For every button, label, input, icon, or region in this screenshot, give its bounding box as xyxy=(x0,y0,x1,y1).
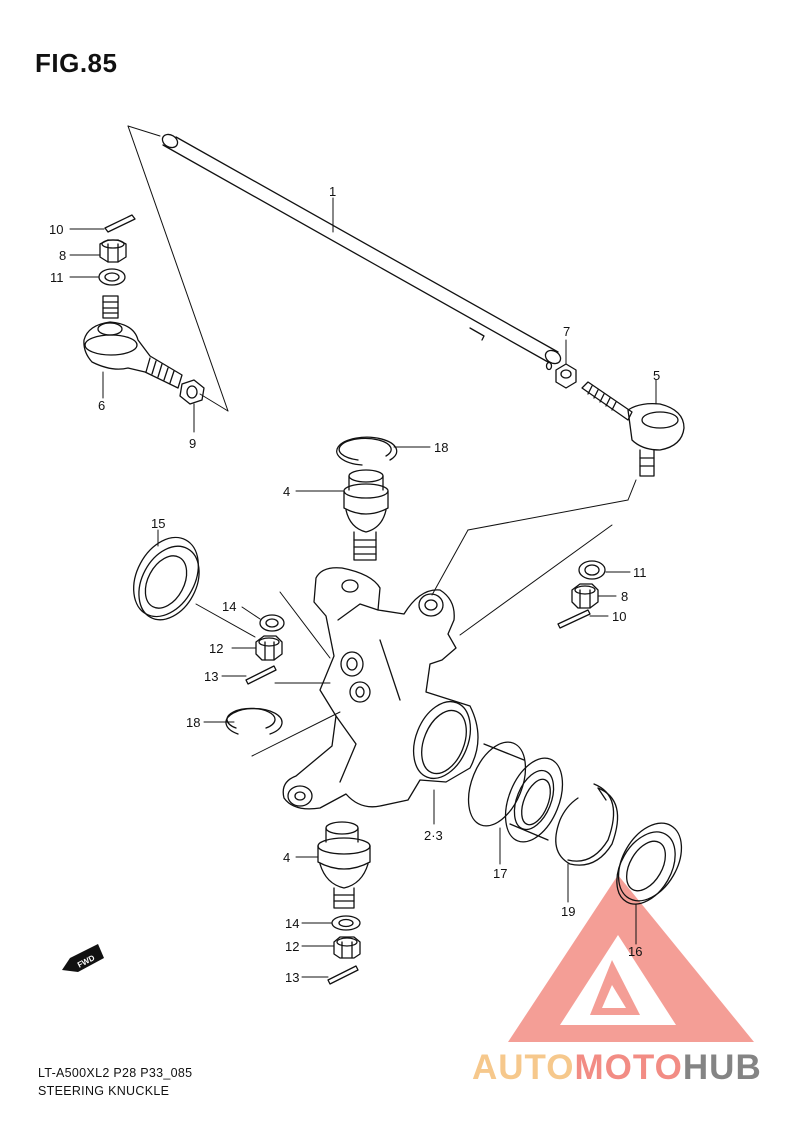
washer-14-lower xyxy=(331,915,361,931)
castle-nut-12-upper xyxy=(255,635,283,661)
callout-10-upper: 10 xyxy=(49,222,63,237)
callout-18-lower: 18 xyxy=(186,715,200,730)
cotter-pin-13-lower xyxy=(327,965,359,985)
steering-knuckle xyxy=(282,567,479,810)
callout-15: 15 xyxy=(151,516,165,531)
leader-lines xyxy=(69,197,657,978)
circlip-18-lower xyxy=(225,707,283,735)
washer-11-upper xyxy=(98,268,126,286)
footer: LT-A500XL2 P28 P33_085 STEERING KNUCKLE xyxy=(38,1064,192,1100)
ball-joint-lower xyxy=(317,821,371,909)
ball-joint-upper xyxy=(343,469,389,561)
callout-7: 7 xyxy=(563,324,570,339)
callout-13-upper: 13 xyxy=(204,669,218,684)
watermark-triangle-logo xyxy=(508,875,754,1042)
watermark-part-3: HUB xyxy=(682,1048,762,1087)
guide-lines xyxy=(127,125,637,757)
castle-nut-12-lower xyxy=(333,936,361,959)
cotter-pin-10-upper xyxy=(104,214,136,233)
callout-17: 17 xyxy=(493,866,507,881)
callout-8-right: 8 xyxy=(621,589,628,604)
nut-9 xyxy=(179,379,205,405)
callout-4-upper: 4 xyxy=(283,484,290,499)
washer-11-right xyxy=(578,560,606,580)
castle-nut-8-upper xyxy=(99,239,127,263)
callout-5: 5 xyxy=(653,368,660,383)
castle-nut-8-right xyxy=(571,583,599,609)
tie-rod-end-left xyxy=(83,295,183,389)
callouts: 1 2·3 4 4 5 6 7 8 8 9 10 10 11 11 12 12 … xyxy=(49,184,660,985)
section-title: STEERING KNUCKLE xyxy=(38,1084,170,1098)
oil-seal-15 xyxy=(133,536,200,621)
tie-rod xyxy=(161,133,562,371)
bearing-17 xyxy=(467,741,564,843)
watermark-part-2: MOTO xyxy=(574,1048,683,1087)
oil-seal-16 xyxy=(616,822,683,905)
model-code-line: LT-A500XL2 P28 P33_085 xyxy=(38,1066,193,1080)
washer-14-upper xyxy=(259,614,285,632)
cotter-pin-13-upper xyxy=(245,665,277,685)
callout-14-lower: 14 xyxy=(285,916,299,931)
callout-4-lower: 4 xyxy=(283,850,290,865)
nut-7 xyxy=(555,363,577,389)
callout-19: 19 xyxy=(561,904,575,919)
circlip-19 xyxy=(555,783,619,866)
callout-8-upper: 8 xyxy=(59,248,66,263)
callout-1: 1 xyxy=(329,184,336,199)
circlip-18-upper xyxy=(336,436,398,466)
cotter-pin-10-right xyxy=(557,609,591,629)
watermark-wordmark: AUTOMOTOHUB xyxy=(472,1048,762,1088)
callout-14-upper: 14 xyxy=(222,599,236,614)
callout-2-3: 2·3 xyxy=(424,828,443,843)
callout-6: 6 xyxy=(98,398,105,413)
figure-title: FIG.85 xyxy=(35,48,118,78)
callout-18-upper: 18 xyxy=(434,440,448,455)
forward-direction-arrow-icon: FWD xyxy=(62,944,104,972)
callout-10-right: 10 xyxy=(612,609,626,624)
callout-16: 16 xyxy=(628,944,642,959)
callout-9: 9 xyxy=(189,436,196,451)
callout-11-upper: 11 xyxy=(50,270,64,285)
callout-13-lower: 13 xyxy=(285,970,299,985)
callout-12-upper: 12 xyxy=(209,641,223,656)
watermark-part-1: AUTO xyxy=(472,1048,575,1087)
tie-rod-end-right xyxy=(581,381,685,477)
callout-11-right: 11 xyxy=(633,565,647,580)
callout-12-lower: 12 xyxy=(285,939,299,954)
